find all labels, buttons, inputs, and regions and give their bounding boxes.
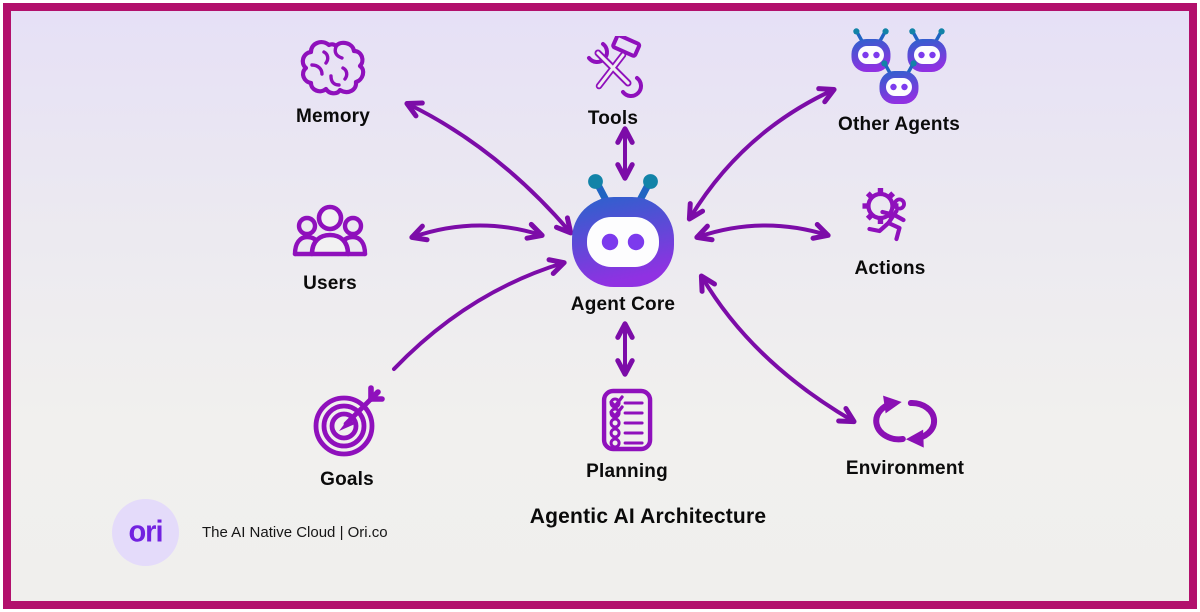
target-arrow-icon: [313, 385, 385, 457]
node-label-environment: Environment: [845, 458, 965, 479]
diagram-title: Agentic AI Architecture: [529, 505, 767, 528]
arrow-users: [409, 221, 545, 243]
brain-icon: [300, 40, 366, 96]
node-actions: Actions: [854, 182, 925, 280]
hammer-wrench-icon: [587, 36, 643, 98]
node-label-users: Users: [303, 273, 357, 294]
magenta-frame: [3, 3, 1197, 609]
robot-group-icon: [849, 28, 949, 106]
node-label-goals: Goals: [320, 469, 374, 490]
node-label-other-agents: Other Agents: [837, 114, 961, 135]
ori-logo-text: ori: [128, 515, 163, 549]
node-tools: Tools: [581, 36, 645, 130]
arrow-environment: [698, 273, 857, 425]
node-label-agent-core: Agent Core: [570, 294, 676, 315]
arrow-goals: [392, 257, 567, 371]
node-other-agents: Other Agents: [838, 28, 960, 136]
robot-icon: [572, 174, 674, 287]
people-icon: [292, 204, 368, 257]
gear-runner-icon: [861, 188, 906, 242]
arrow-memory: [404, 100, 574, 236]
node-planning: Planning: [586, 387, 668, 483]
node-environment: Environment: [846, 392, 964, 480]
arrow-actions: [694, 221, 831, 243]
node-label-actions: Actions: [854, 258, 926, 279]
arrow-other-agents: [686, 86, 837, 222]
node-memory: Memory: [296, 38, 370, 128]
node-label-planning: Planning: [586, 461, 668, 482]
node-agent-core: Agent Core: [568, 170, 678, 316]
checklist-icon: [601, 388, 653, 452]
cycle-icon: [873, 395, 938, 448]
node-label-memory: Memory: [295, 106, 371, 127]
brand-tagline: The AI Native Cloud | Ori.co: [202, 524, 388, 541]
brand-footer: ori The AI Native Cloud | Ori.co: [112, 499, 388, 566]
node-goals: Goals: [309, 385, 385, 491]
node-label-tools: Tools: [587, 108, 639, 129]
node-users: Users: [292, 203, 368, 295]
ori-logo: ori: [112, 499, 179, 566]
